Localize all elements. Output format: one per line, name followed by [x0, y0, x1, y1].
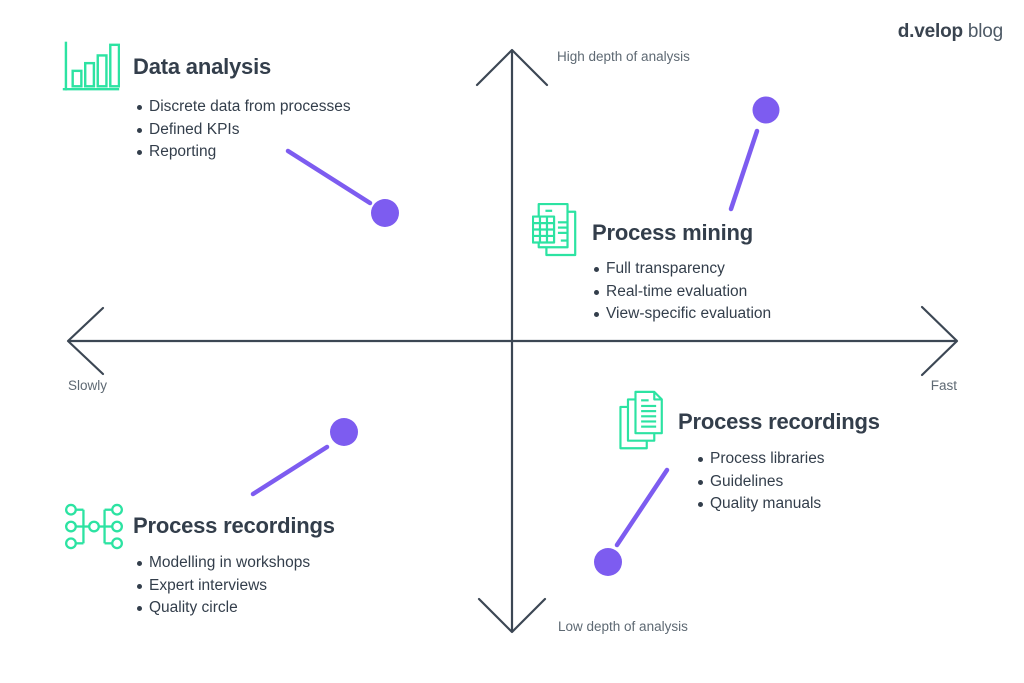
data-point-marker-process-mining	[752, 96, 780, 124]
quadrant-title: Data analysis	[133, 54, 272, 79]
bullet-item: View-specific evaluation	[594, 303, 771, 326]
bullet-item: Reporting	[137, 141, 351, 164]
axis-label-slowly: Slowly	[68, 378, 108, 393]
quadrant-process-recordings-workshops: Process recordings Modelling in workshop…	[62, 503, 335, 620]
axis-label-high-depth: High depth of analysis	[557, 49, 690, 64]
connector-line-process-mining	[728, 128, 760, 212]
documents-table-icon	[532, 202, 577, 257]
arrowhead-up-icon	[475, 48, 549, 87]
connector-line-data-analysis	[285, 148, 373, 206]
arrowhead-down-icon	[477, 597, 547, 634]
connector-line-process-recordings-workshops	[250, 444, 330, 497]
bullet-item: Quality manuals	[698, 493, 880, 516]
logo-suffix: blog	[967, 21, 1003, 42]
quadrant-bullet-list: Process libraries Guidelines Quality man…	[698, 448, 880, 516]
quadrant-bullet-list: Discrete data from processes Defined KPI…	[137, 96, 351, 164]
logo-brand: d.velop	[897, 21, 963, 42]
axis-label-fast: Fast	[930, 378, 957, 393]
bullet-item: Full transparency	[594, 258, 771, 281]
quadrant-process-mining: Process mining Full transparency Real-ti…	[532, 202, 771, 326]
bullet-item: Guidelines	[698, 471, 880, 494]
data-point-marker-data-analysis	[371, 199, 399, 227]
stacked-documents-icon	[619, 390, 663, 450]
process-map-icon	[65, 503, 123, 550]
bullet-item: Modelling in workshops	[137, 552, 335, 575]
bullet-item: Discrete data from processes	[137, 96, 351, 119]
quadrant-title: Process recordings	[133, 513, 335, 538]
quadrant-data-analysis: Data analysis Discrete data from process…	[62, 40, 351, 164]
bullet-item: Process libraries	[698, 448, 880, 471]
quadrant-title: Process recordings	[678, 409, 880, 434]
arrowhead-left-icon	[66, 306, 105, 376]
bullet-item: Real-time evaluation	[594, 281, 771, 304]
axis-label-low-depth: Low depth of analysis	[558, 619, 688, 634]
quadrant-bullet-list: Modelling in workshops Expert interviews…	[137, 552, 335, 620]
connector-line-process-recordings-documents	[614, 467, 670, 548]
quadrant-title: Process mining	[592, 220, 754, 245]
quadrant-bullet-list: Full transparency Real-time evaluation V…	[594, 258, 771, 326]
quadrant-process-recordings-documents: Process recordings Process libraries Gui…	[616, 390, 880, 516]
bullet-item: Defined KPIs	[137, 119, 351, 142]
data-point-marker-process-recordings-workshops	[330, 418, 358, 446]
bullet-item: Quality circle	[137, 597, 335, 620]
data-point-marker-process-recordings-documents	[594, 548, 622, 576]
bullet-item: Expert interviews	[137, 575, 335, 598]
bar-chart-icon	[62, 41, 120, 91]
arrowhead-right-icon	[920, 305, 959, 377]
